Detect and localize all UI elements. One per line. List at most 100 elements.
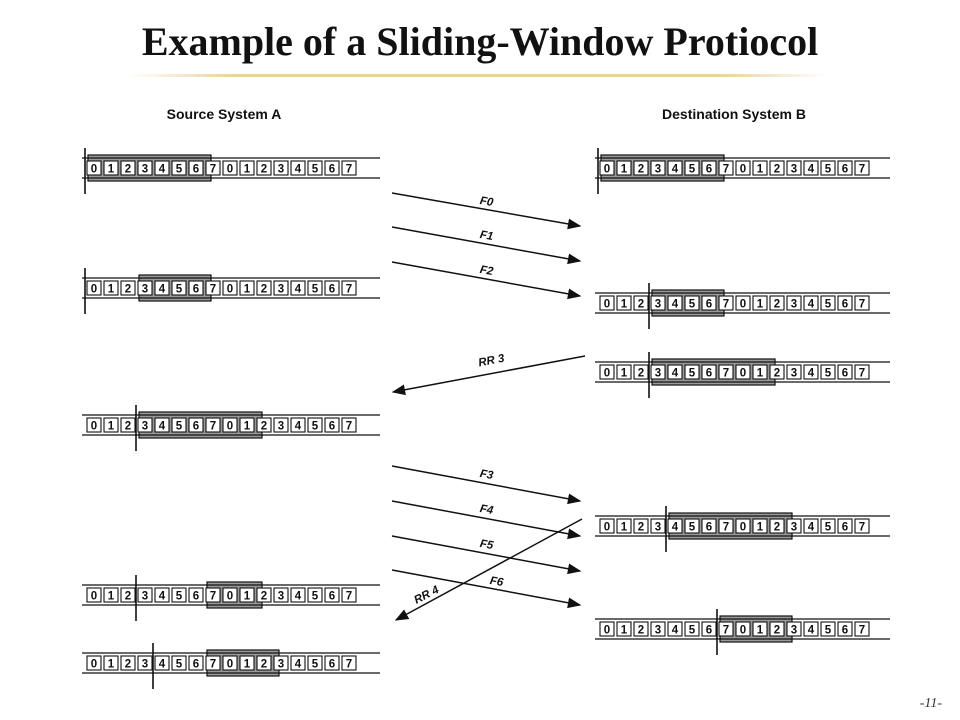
sequence-cell (307, 655, 323, 671)
sequence-cell (103, 160, 119, 176)
sequence-cell (616, 364, 632, 380)
sequence-cell (786, 518, 802, 534)
sequence-cell (633, 518, 649, 534)
sequence-number: 2 (774, 625, 780, 637)
sequence-number: 0 (227, 164, 233, 176)
sequence-cell (324, 417, 340, 433)
arrow-line (391, 465, 582, 505)
sequence-cell (222, 280, 238, 296)
sequence-number: 1 (108, 659, 115, 671)
sequence-cell (222, 160, 238, 176)
sequence-number: 5 (312, 284, 319, 296)
sequence-cell (273, 587, 289, 603)
sequence-number: 3 (278, 164, 284, 176)
sequence-cell (599, 295, 615, 311)
sequence-number: 4 (672, 625, 679, 637)
sequence-number: 7 (346, 591, 352, 603)
sequence-number: 5 (689, 299, 696, 311)
sequence-cell (735, 518, 751, 534)
sequence-number: 5 (689, 522, 696, 534)
sequence-number: 2 (774, 299, 780, 311)
sequence-cell (599, 160, 615, 176)
sequence-number: 1 (621, 368, 628, 380)
arrow-line (391, 355, 586, 396)
arrow-line (391, 261, 582, 300)
sequence-cell (137, 417, 153, 433)
sequence-cell (86, 417, 102, 433)
sequence-number: 2 (638, 164, 644, 176)
message-arrow: RR 4 (394, 518, 583, 621)
message-label: F6 (489, 575, 505, 589)
sequence-cell (633, 160, 649, 176)
sequence-number: 7 (723, 368, 729, 380)
slide-number: -11- (919, 696, 942, 711)
sequence-number: 3 (142, 284, 148, 296)
sequence-cell (735, 160, 751, 176)
sequence-number: 3 (142, 164, 148, 176)
sequence-cell (820, 364, 836, 380)
sequence-number: 2 (638, 368, 644, 380)
sequence-cell (154, 417, 170, 433)
sequence-cell (171, 417, 187, 433)
sequence-number: 1 (757, 299, 764, 311)
sequence-cell (273, 655, 289, 671)
sequence-cell (290, 417, 306, 433)
sequence-cell (120, 280, 136, 296)
sequence-number: 1 (244, 421, 251, 433)
sequence-number: 4 (159, 659, 166, 671)
sequence-cell (324, 160, 340, 176)
sequence-cell (718, 364, 734, 380)
sequence-number: 2 (638, 522, 644, 534)
sequence-number: 3 (791, 625, 797, 637)
sequence-cell (650, 621, 666, 637)
sequence-cell (616, 160, 632, 176)
sequence-number: 7 (210, 591, 216, 603)
sequence-cell (769, 364, 785, 380)
sequence-cell (307, 160, 323, 176)
sequence-cell (616, 621, 632, 637)
arrow-line (391, 500, 582, 540)
sequence-number: 2 (261, 421, 267, 433)
message-label: RR 3 (477, 353, 506, 370)
sequence-number: 0 (91, 591, 97, 603)
sequence-number: 4 (159, 164, 166, 176)
sequence-number: 5 (312, 659, 319, 671)
sequence-number: 5 (176, 591, 183, 603)
sequence-number: 0 (604, 299, 610, 311)
sequence-cell (650, 295, 666, 311)
sequence-number: 1 (108, 284, 115, 296)
sequence-number: 5 (176, 164, 183, 176)
sequence-cell (718, 295, 734, 311)
sequence-cell (239, 417, 255, 433)
sequence-cell (701, 518, 717, 534)
sequence-number: 3 (655, 625, 661, 637)
sequence-number: 6 (193, 591, 199, 603)
sequence-cell (650, 518, 666, 534)
sequence-number: 1 (757, 625, 764, 637)
sequence-number: 2 (774, 164, 780, 176)
sequence-number: 3 (278, 591, 284, 603)
sequence-cell (803, 621, 819, 637)
sequence-cell (752, 518, 768, 534)
message-arrow: F5 (391, 535, 582, 575)
sequence-cell (633, 364, 649, 380)
sequence-number: 6 (193, 164, 199, 176)
arrow-line (391, 569, 582, 609)
sequence-number: 6 (329, 591, 335, 603)
sequence-number: 3 (278, 421, 284, 433)
sequence-cell (854, 518, 870, 534)
message-arrow: F1 (391, 226, 582, 265)
sequence-number: 7 (859, 164, 865, 176)
sequence-cell (684, 621, 700, 637)
sequence-number: 1 (244, 591, 251, 603)
sequence-number: 0 (227, 659, 233, 671)
sequence-cell (701, 364, 717, 380)
sequence-number: 5 (176, 284, 183, 296)
sequence-number: 1 (244, 284, 251, 296)
sequence-number: 7 (210, 164, 216, 176)
sequence-number: 2 (125, 284, 131, 296)
sequence-number: 4 (672, 299, 679, 311)
sequence-number: 4 (295, 421, 302, 433)
message-arrow: F0 (391, 192, 582, 230)
